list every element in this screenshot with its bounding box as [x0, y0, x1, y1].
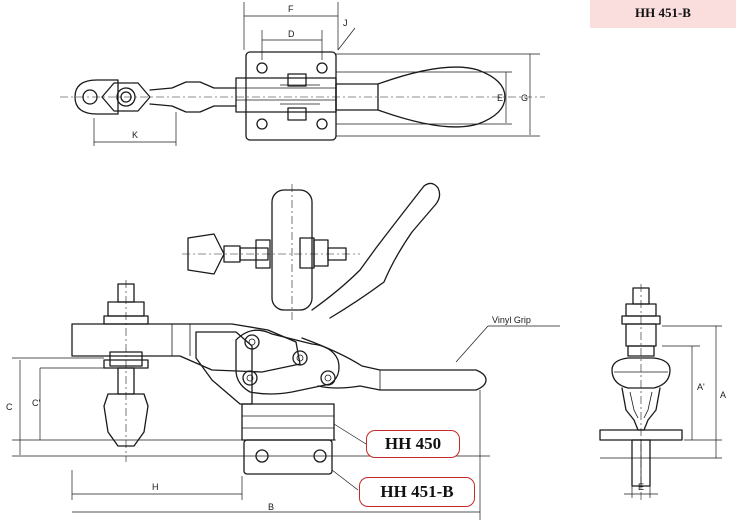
top-view: F D J E G K: [60, 2, 545, 146]
dim-label-c-prime: C': [32, 398, 40, 408]
vinyl-grip-label: Vinyl Grip: [492, 315, 531, 325]
dim-label-e-top: E: [497, 93, 503, 103]
dim-label-k: K: [132, 130, 138, 140]
dim-label-a: A: [720, 390, 726, 400]
clamp-body: Vinyl Grip: [71, 315, 560, 475]
side-view: A' A E: [599, 284, 726, 500]
front-view: Vinyl Grip C C' H B: [6, 182, 560, 520]
dim-label-b: B: [268, 502, 274, 512]
dim-label-g: G: [521, 93, 528, 103]
dim-label-j: J: [343, 18, 348, 28]
dim-label-a-prime: A': [697, 382, 705, 392]
model-header-tag: HH 451-B: [590, 0, 736, 28]
released-position-outline: [182, 182, 441, 320]
dim-label-f: F: [288, 4, 294, 14]
dim-label-c: C: [6, 402, 13, 412]
model-callout-hh450: HH 450: [366, 430, 460, 458]
spindle: [103, 280, 149, 462]
model-callout-hh451b: HH 451-B: [359, 477, 475, 507]
dim-label-d: D: [288, 29, 295, 39]
dim-label-h: H: [152, 482, 159, 492]
dim-label-e-side: E: [638, 482, 644, 492]
